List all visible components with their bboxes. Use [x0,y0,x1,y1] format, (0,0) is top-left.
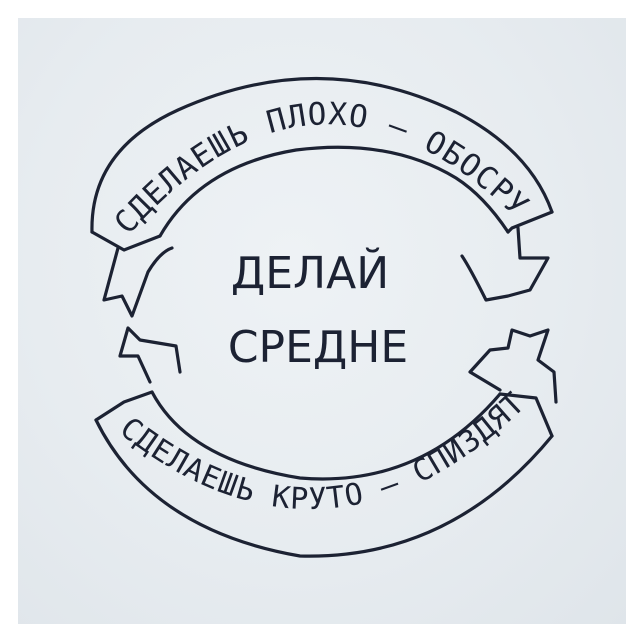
bottom-ribbon [94,326,558,558]
bottom-ribbon-right-tail [468,328,558,404]
bottom-ribbon-outer-edge [94,418,554,558]
bottom-banner-text: СДЕЛАЕШЬ КРУТО – СПИЗДЯТ [113,386,532,518]
top-ribbon-outer-edge [90,76,554,234]
paper-sheet [18,18,626,624]
top-ribbon-right-end [506,210,554,234]
top-ribbon-left-end [90,230,162,252]
top-ribbon-left-tail [102,246,174,318]
top-ribbon-inner-edge [158,145,510,238]
top-banner-text: СДЕЛАЕШЬ ПЛОХО – ОБОСРУТ [0,0,536,241]
bottom-ribbon-right-end [498,392,554,438]
center-line-2: СРЕДНЕ [228,322,408,373]
bottom-ribbon-left-tail [118,326,182,384]
center-line-1: ДЕЛАЙ [231,246,389,299]
top-ribbon-right-tail [460,226,550,302]
top-ribbon [90,76,554,318]
bottom-ribbon-left-end [94,390,154,422]
bottom-ribbon-inner-edge [150,390,502,481]
